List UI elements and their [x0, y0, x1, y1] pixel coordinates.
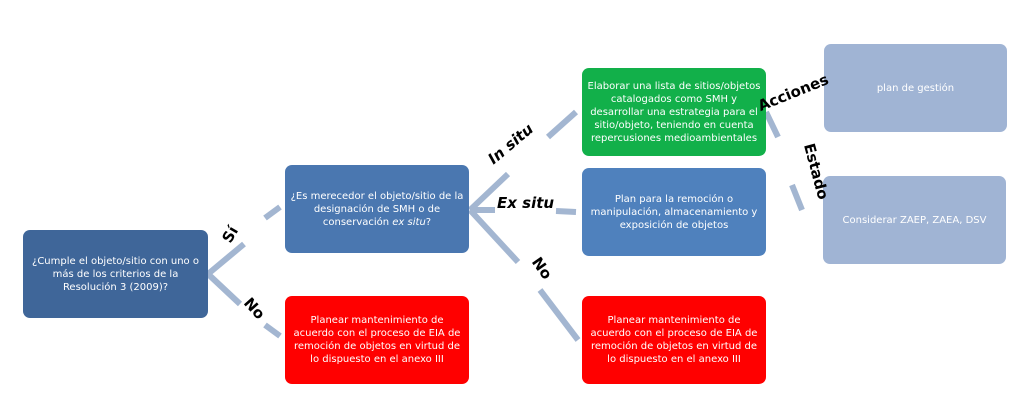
consider-text: Considerar ZAEP, ZAEA, DSV: [842, 214, 987, 226]
designation-text-post: ?: [425, 216, 432, 228]
connector-no2-b: [537, 288, 581, 342]
management-plan-box: plan de gestión: [824, 44, 1007, 132]
designation-question-text: ¿Es merecedor el objeto/sitio de la desi…: [289, 190, 465, 229]
connector-status-a: [763, 110, 781, 139]
connector-yes-b: [263, 204, 282, 221]
designation-text-pre: ¿Es merecedor el objeto/sitio de la desi…: [290, 190, 464, 228]
root-question-box: ¿Cumple el objeto/sitio con uno o más de…: [23, 230, 208, 318]
no-maintenance-box-1: Planear mantenimiento de acuerdo con el …: [285, 296, 469, 384]
connector-yes-a: [206, 241, 246, 277]
connector-no2-a: [467, 207, 521, 265]
no-maintenance-text-1: Planear mantenimiento de acuerdo con el …: [293, 315, 461, 365]
management-plan-text: plan de gestión: [876, 82, 955, 94]
connector-no-a: [205, 271, 243, 307]
no-maintenance-box-2: Planear mantenimiento de acuerdo con el …: [582, 296, 766, 384]
edge-label-ex-situ: Ex situ: [497, 194, 555, 212]
ex-situ-plan-text: Plan para la remoción o manipulación, al…: [590, 193, 758, 231]
connector-insitu-b: [546, 109, 578, 140]
ex-situ-plan-box: Plan para la remoción o manipulación, al…: [582, 168, 766, 256]
no-maintenance-text-2: Planear mantenimiento de acuerdo con el …: [590, 315, 758, 365]
consider-box: Considerar ZAEP, ZAEA, DSV: [823, 176, 1006, 264]
connector-no-b: [263, 322, 282, 339]
root-question-text: ¿Cumple el objeto/sitio con uno o más de…: [32, 255, 199, 293]
in-situ-list-text: Elaborar una lista de sitios/objetos cat…: [587, 80, 761, 144]
connector-exsitu-b: [555, 208, 577, 215]
in-situ-list-box: Elaborar una lista de sitios/objetos cat…: [582, 68, 766, 156]
connector-status-b: [789, 183, 805, 212]
connector-insitu-a: [467, 171, 511, 213]
designation-text-em: ex situ: [392, 216, 426, 228]
designation-question-box: ¿Es merecedor el objeto/sitio de la desi…: [285, 165, 469, 253]
